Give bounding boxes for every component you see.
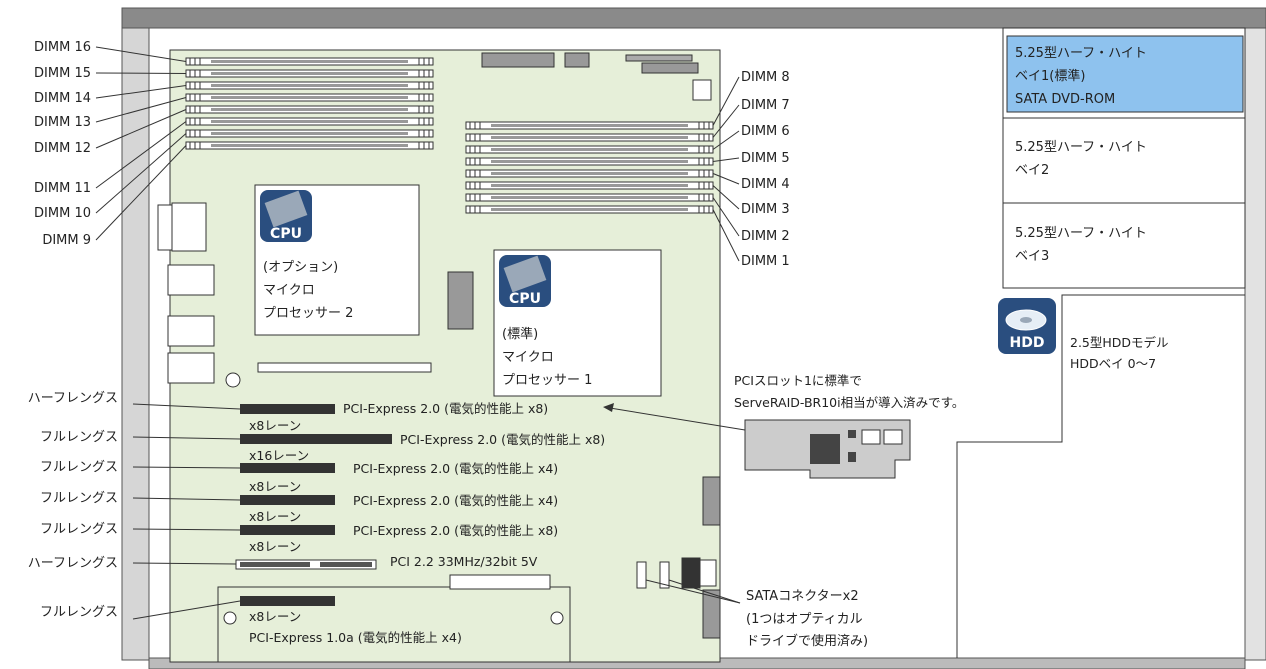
slot1-desc: PCI-Express 2.0 (電気的性能上 x8)	[343, 401, 548, 416]
pci-slot-1	[240, 404, 335, 414]
cpu2-label-3: プロセッサー 2	[263, 306, 353, 321]
cpu1-label-3: プロセッサー 1	[502, 373, 592, 388]
dimm-label: DIMM 5	[741, 151, 790, 166]
dimm-slot-dimm14	[185, 81, 434, 90]
cpu2-label-1: (オプション)	[263, 260, 338, 275]
dimm-label: DIMM 13	[34, 115, 91, 130]
slot-descriptions: PCI-Express 2.0 (電気的性能上 x8) x8レーン PCI-Ex…	[249, 401, 605, 645]
slot6-length: ハーフレングス	[28, 556, 118, 571]
sata-note-1: SATAコネクターx2	[746, 589, 859, 604]
slot3-desc: PCI-Express 2.0 (電気的性能上 x4)	[353, 461, 558, 476]
slot4-desc: PCI-Express 2.0 (電気的性能上 x4)	[353, 493, 558, 508]
dimm-labels-left: DIMM 16 DIMM 15 DIMM 14 DIMM 13 DIMM 12 DIMM …	[34, 40, 187, 248]
cpu1-label-1: (標準)	[502, 326, 538, 342]
dimm-label: DIMM 3	[741, 202, 790, 217]
dimm-bank-left	[185, 57, 434, 150]
dimm-slot-dimm6	[465, 145, 714, 154]
dimm-label: DIMM 8	[741, 70, 790, 85]
bay1-line-3: SATA DVD-ROM	[1015, 92, 1115, 107]
dimm-slot-dimm16	[185, 57, 434, 66]
hdd-bay: HDD 2.5型HDDモデル HDDベイ 0〜7	[956, 294, 1245, 658]
dimm-slot-dimm4	[465, 169, 714, 178]
cpu1-label-2: マイクロ	[502, 350, 554, 365]
dimm-label: DIMM 11	[34, 181, 91, 196]
board-connectors	[157, 52, 721, 639]
slot2-desc: PCI-Express 2.0 (電気的性能上 x8)	[400, 432, 605, 447]
pci-slot-7	[240, 596, 335, 606]
bay1-line-2: ベイ1(標準)	[1015, 68, 1085, 84]
bay-1	[1006, 35, 1244, 113]
hdd-label-2: HDDベイ 0〜7	[1070, 356, 1156, 371]
dimm-label: DIMM 1	[741, 254, 790, 269]
dimm-slot-dimm12	[185, 105, 434, 114]
slot3-lanes: x8レーン	[249, 479, 301, 494]
slot5-length: フルレングス	[40, 522, 118, 537]
bay1-line-1: 5.25型ハーフ・ハイト	[1015, 46, 1147, 61]
dimm-label: DIMM 12	[34, 141, 91, 156]
dimm-label: DIMM 16	[34, 40, 91, 55]
dimm-label: DIMM 2	[741, 229, 790, 244]
slot7-lanes: x8レーン	[249, 609, 301, 624]
bay3-line-2: ベイ3	[1015, 249, 1049, 264]
slot7-desc: PCI-Express 1.0a (電気的性能上 x4)	[249, 630, 462, 645]
dimm-label: DIMM 10	[34, 206, 91, 221]
dimm-slot-dimm5	[465, 157, 714, 166]
pci-slot-5	[240, 525, 335, 535]
slot6-desc: PCI 2.2 33MHz/32bit 5V	[390, 554, 538, 569]
drive-bays: 5.25型ハーフ・ハイト ベイ1(標準) SATA DVD-ROM 5.25型ハ…	[1002, 27, 1246, 289]
dimm-slot-dimm7	[465, 133, 714, 142]
bay3-line-1: 5.25型ハーフ・ハイト	[1015, 226, 1147, 241]
slot4-lanes: x8レーン	[249, 509, 301, 524]
hdd-icon-text: HDD	[1010, 335, 1045, 351]
dimm-label: DIMM 7	[741, 98, 790, 113]
dimm-slot-dimm9	[185, 141, 434, 150]
cpu-socket-1: CPU (標準) マイクロ プロセッサー 1	[493, 249, 662, 397]
dimm-labels-right: DIMM 8 DIMM 7 DIMM 6 DIMM 5 DIMM 4 DIMM 3 DIMM…	[712, 70, 790, 269]
slot1-length: ハーフレングス	[28, 391, 118, 406]
bay2-line-1: 5.25型ハーフ・ハイト	[1015, 140, 1147, 155]
dimm-label: DIMM 15	[34, 66, 91, 81]
slot1-lanes: x8レーン	[249, 418, 301, 433]
slot3-length: フルレングス	[40, 460, 118, 475]
pci-slots	[217, 404, 571, 663]
slot5-desc: PCI-Express 2.0 (電気的性能上 x8)	[353, 523, 558, 538]
raid-card: PCIスロット1に標準で ServeRAID-BR10i相当が導入済みです。	[603, 373, 964, 479]
sata-note-2: (1つはオプティカル	[746, 612, 863, 627]
cpu-icon-text: CPU	[270, 226, 302, 242]
slot2-length: フルレングス	[40, 430, 118, 445]
sata-note-3: ドライブで使用済み)	[746, 633, 868, 649]
pci-slot-3	[240, 463, 335, 473]
chassis	[121, 7, 1266, 669]
raid-note-2: ServeRAID-BR10i相当が導入済みです。	[734, 395, 964, 410]
slot7-length: フルレングス	[40, 605, 118, 620]
cpu2-label-2: マイクロ	[263, 283, 315, 298]
dimm-bank-right	[465, 121, 714, 214]
raid-note-1: PCIスロット1に標準で	[734, 373, 862, 388]
dimm-label: DIMM 6	[741, 124, 790, 139]
hdd-label-1: 2.5型HDDモデル	[1070, 335, 1169, 350]
sata-note: SATAコネクターx2 (1つはオプティカル ドライブで使用済み)	[645, 579, 868, 649]
dimm-label: DIMM 14	[34, 91, 91, 106]
dimm-slot-dimm1	[465, 205, 714, 214]
pci-slot-4	[240, 495, 335, 505]
bay2-line-2: ベイ2	[1015, 163, 1049, 178]
dimm-slot-dimm15	[185, 69, 434, 78]
dimm-label: DIMM 9	[42, 233, 91, 248]
slot-length-labels: ハーフレングス フルレングス フルレングス フルレングス フルレングス ハーフレ…	[28, 391, 241, 620]
slot5-lanes: x8レーン	[249, 539, 301, 554]
slot2-lanes: x16レーン	[249, 448, 309, 463]
riser-connector	[449, 574, 551, 590]
dimm-slot-dimm11	[185, 117, 434, 126]
dimm-slot-dimm2	[465, 193, 714, 202]
dimm-label: DIMM 4	[741, 177, 790, 192]
cpu-socket-2: CPU (オプション) マイクロ プロセッサー 2	[254, 184, 420, 336]
slot4-length: フルレングス	[40, 491, 118, 506]
cpu-icon-text: CPU	[509, 291, 541, 307]
dimm-slot-dimm8	[465, 121, 714, 130]
dimm-slot-dimm10	[185, 129, 434, 138]
pci-slot-2	[240, 434, 392, 444]
dimm-slot-dimm3	[465, 181, 714, 190]
dimm-slot-dimm13	[185, 93, 434, 102]
